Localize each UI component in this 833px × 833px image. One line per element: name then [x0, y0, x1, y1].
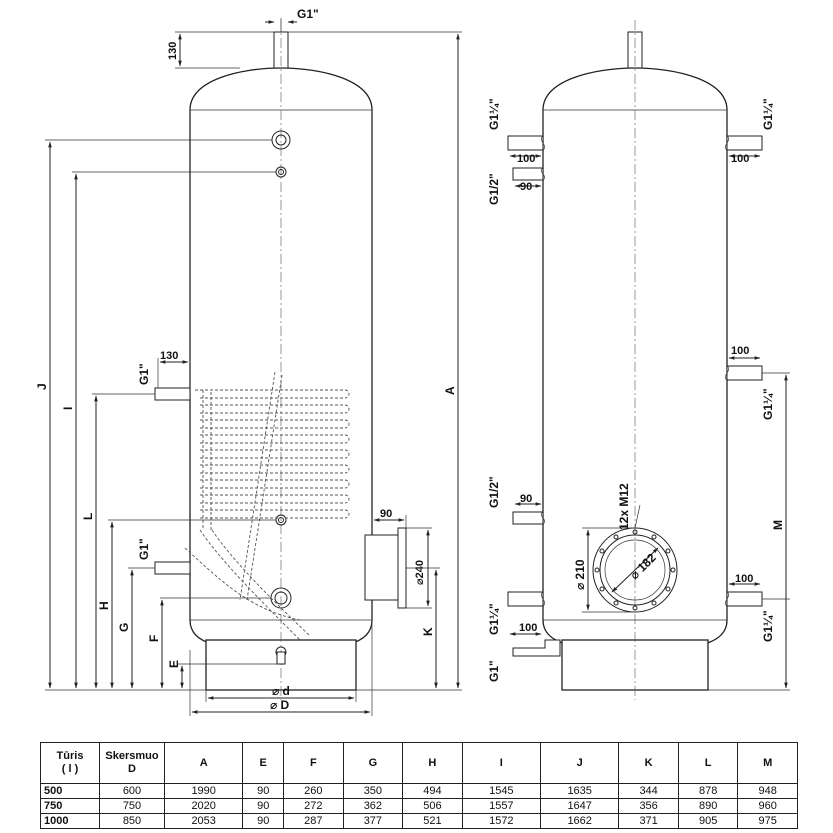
- cell-volume: 750: [40, 798, 100, 814]
- col-header-diameter: Skersmuo D: [99, 742, 165, 784]
- cell-L: 878: [677, 783, 739, 799]
- cell-F: 260: [283, 783, 344, 799]
- dim-H: H: [97, 601, 111, 610]
- cell-L: 890: [677, 798, 739, 814]
- dim-I: I: [61, 407, 75, 410]
- cell-F: 287: [283, 813, 344, 829]
- cell-G: 362: [342, 798, 404, 814]
- col-header-G: G: [342, 742, 404, 784]
- dim-L: L: [81, 513, 95, 520]
- col-header-volume: Tūris ( l ): [40, 742, 100, 784]
- dim-D: ⌀ D: [270, 698, 290, 712]
- flange-210-label: ⌀ 210: [573, 559, 587, 590]
- cell-J: 1662: [539, 813, 620, 829]
- r-left-bottom-len: 100: [519, 622, 537, 634]
- cell-E: 90: [242, 783, 285, 799]
- cell-M: 948: [737, 783, 798, 799]
- cell-I: 1572: [461, 813, 542, 829]
- r-right-top-len: 100: [731, 153, 749, 165]
- cell-D: 850: [99, 813, 165, 829]
- cell-I: 1557: [461, 798, 542, 814]
- technical-drawing: G1" 130: [35, 7, 790, 716]
- dim-E: E: [167, 660, 181, 668]
- cell-D: 600: [99, 783, 165, 799]
- col-header-A: A: [163, 742, 244, 784]
- col-header-I: I: [461, 742, 542, 784]
- col-header-K: K: [618, 742, 679, 784]
- table-row: 1000 850 2053 90 287 377 521 1572 1662 3…: [40, 813, 798, 829]
- left-coil-in-size: G1": [137, 363, 151, 385]
- cell-K: 356: [618, 798, 679, 814]
- flange-dia: ⌀240: [414, 560, 426, 585]
- col-header-F: F: [283, 742, 344, 784]
- cell-A: 2020: [163, 798, 244, 814]
- bolts-label: 12x M12: [617, 483, 631, 530]
- top-connection-label: G1": [297, 7, 319, 21]
- r-right-mid-size: G1¼": [761, 388, 775, 420]
- cell-H: 494: [402, 783, 463, 799]
- cell-D: 750: [99, 798, 165, 814]
- cell-M: 960: [737, 798, 798, 814]
- cell-volume: 1000: [40, 813, 100, 829]
- dim-J: J: [35, 383, 49, 390]
- cell-E: 90: [242, 813, 285, 829]
- cell-A: 1990: [163, 783, 244, 799]
- left-coil-out-size: G1": [137, 538, 151, 560]
- r-right-bottom-len: 100: [735, 573, 753, 585]
- cell-L: 905: [677, 813, 739, 829]
- r-left-second-size: G1/2": [487, 173, 501, 205]
- r-right-top-size: G1¼": [761, 98, 775, 130]
- r-left-top-len: 100: [517, 153, 535, 165]
- top-length-label: 130: [167, 42, 179, 60]
- cell-H: 506: [402, 798, 463, 814]
- col-header-H: H: [402, 742, 463, 784]
- col-header-M: M: [737, 742, 798, 784]
- col-header-L: L: [677, 742, 739, 784]
- dim-F: F: [147, 635, 161, 642]
- cell-J: 1635: [539, 783, 620, 799]
- dimension-table: Tūris ( l ) Skersmuo D A E F G H I J K L…: [40, 742, 798, 829]
- cell-volume: 500: [40, 783, 100, 799]
- r-left-second-len: 90: [520, 181, 532, 193]
- header-skersmuo: Skersmuo: [105, 750, 159, 762]
- left-coil-in-len: 130: [160, 350, 178, 362]
- table-header-row: Tūris ( l ) Skersmuo D A E F G H I J K L…: [40, 742, 798, 784]
- r-bottom-left-size: G1": [487, 660, 501, 682]
- r-left-lower-size: G1/2": [487, 476, 501, 508]
- cell-G: 350: [342, 783, 404, 799]
- flange-len: 90: [380, 508, 392, 520]
- r-left-lower-len: 90: [520, 493, 532, 505]
- header-unit: ( l ): [61, 763, 79, 775]
- dim-M: M: [771, 520, 785, 530]
- cell-E: 90: [242, 798, 285, 814]
- dim-G: G: [117, 623, 131, 632]
- cell-M: 975: [737, 813, 798, 829]
- right-view: G1¼" 100 G1/2" 90 G1¼" 100 100 G1¼" 90 G…: [487, 20, 790, 700]
- cell-I: 1545: [461, 783, 542, 799]
- col-header-E: E: [242, 742, 285, 784]
- cell-J: 1647: [539, 798, 620, 814]
- dim-K: K: [421, 627, 435, 636]
- r-left-bottom-size: G1¼": [487, 603, 501, 635]
- left-view: G1" 130: [35, 7, 462, 716]
- cell-G: 377: [342, 813, 404, 829]
- cell-F: 272: [283, 798, 344, 814]
- col-header-J: J: [539, 742, 620, 784]
- cell-H: 521: [402, 813, 463, 829]
- cell-K: 371: [618, 813, 679, 829]
- header-turis: Tūris: [56, 750, 84, 762]
- table-row: 500 600 1990 90 260 350 494 1545 1635 34…: [40, 783, 798, 799]
- r-right-bottom-size: G1¼": [761, 610, 775, 642]
- cell-A: 2053: [163, 813, 244, 829]
- header-skersmuo-d: D: [128, 763, 136, 775]
- table-row: 750 750 2020 90 272 362 506 1557 1647 35…: [40, 798, 798, 814]
- heating-coil: [184, 371, 350, 641]
- r-left-top-size: G1¼": [487, 98, 501, 130]
- dim-A: A: [443, 386, 457, 395]
- r-right-mid-len: 100: [731, 345, 749, 357]
- cell-K: 344: [618, 783, 679, 799]
- dim-d: ⌀ d: [272, 684, 290, 698]
- side-flange: [364, 534, 401, 601]
